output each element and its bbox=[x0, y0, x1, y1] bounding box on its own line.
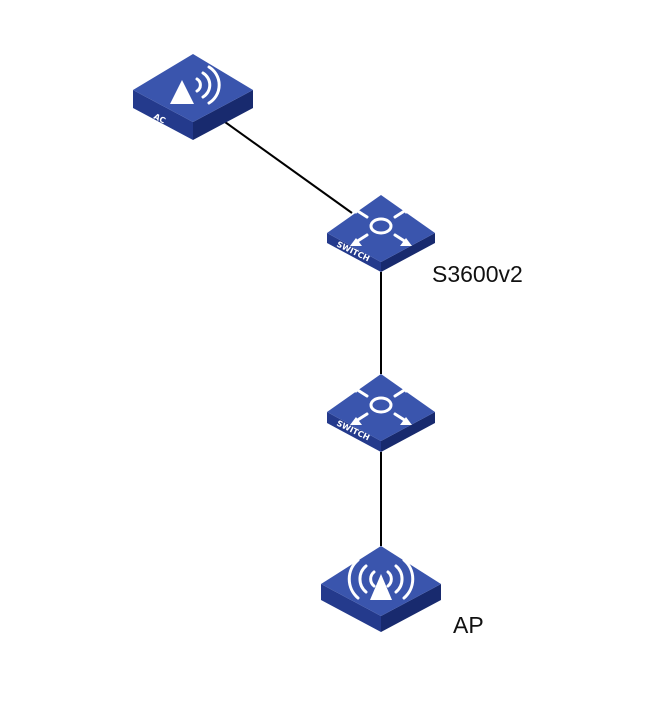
ap-label: AP bbox=[453, 612, 484, 638]
switch-arrows-icon bbox=[350, 206, 412, 246]
switch1-label: S3600v2 bbox=[432, 261, 523, 287]
wireless-controller-icon bbox=[170, 65, 221, 105]
switch-device-2[interactable]: SWITCH bbox=[327, 374, 435, 452]
ac-device[interactable]: AC bbox=[133, 54, 253, 140]
link-ac-switch1 bbox=[224, 121, 353, 214]
ap-device[interactable] bbox=[321, 546, 441, 632]
switch-device-1[interactable]: SWITCH bbox=[327, 195, 435, 272]
switch-arrows-icon bbox=[350, 385, 412, 425]
access-point-icon bbox=[347, 558, 415, 600]
